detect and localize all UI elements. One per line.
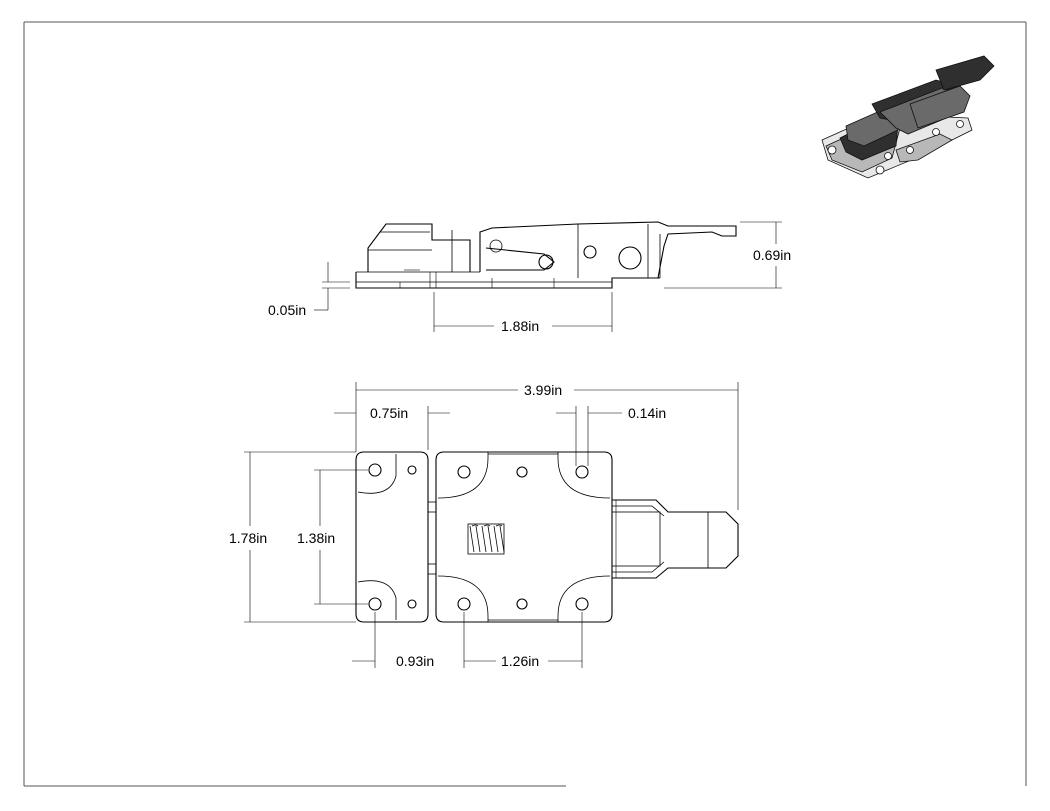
dim-side-length: 1.88in (433, 292, 613, 334)
dim-keeper-hole-to-base: 0.93in (352, 612, 465, 669)
dim-hole-offset: 0.14in (556, 405, 666, 466)
dim-side-height: 0.69in (664, 221, 791, 289)
overall-length-label: 3.99in (524, 382, 562, 398)
dim-side-thickness: 0.05in (268, 262, 350, 318)
drawing-frame (23, 21, 1027, 787)
keeper-width-label: 0.75in (370, 405, 408, 421)
dim-keeper-width: 0.75in (334, 405, 450, 450)
side-height-label: 0.69in (753, 247, 791, 263)
base-hole-spacing-label: 1.26in (501, 653, 539, 669)
overall-height-label: 1.78in (229, 530, 267, 546)
dim-overall-height: 1.78in (229, 451, 356, 623)
hole-offset-label: 0.14in (628, 405, 666, 421)
dim-hole-spacing-vertical: 1.38in (297, 469, 368, 605)
keeper-hole-to-base-label: 0.93in (396, 653, 434, 669)
dim-base-hole-spacing: 1.26in (464, 612, 583, 669)
latch-3d-icon (821, 55, 995, 179)
hole-spacing-vertical-label: 1.38in (297, 530, 335, 546)
side-length-label: 1.88in (501, 318, 539, 334)
dim-overall-length: 3.99in (355, 382, 739, 510)
side-view (355, 221, 737, 289)
side-thickness-label: 0.05in (268, 302, 306, 318)
top-view (355, 451, 739, 623)
